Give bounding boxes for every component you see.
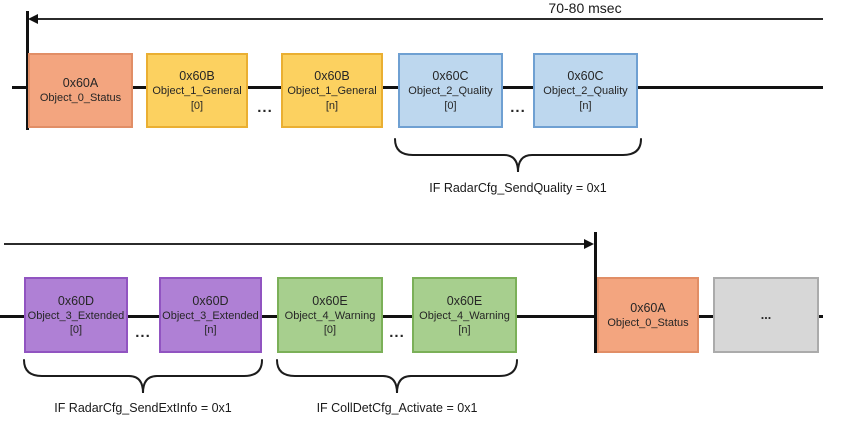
msg-index: [0] xyxy=(69,324,83,337)
msg-label: Object_0_Status xyxy=(607,316,689,329)
msg-id: 0x60D xyxy=(192,293,229,308)
msg-box-object1-general-last: 0x60B Object_1_General [n] xyxy=(281,53,383,128)
ellipsis: ... xyxy=(760,307,772,322)
ellipsis: ... xyxy=(510,99,526,116)
msg-box-object2-quality-first: 0x60C Object_2_Quality [0] xyxy=(398,53,503,128)
msg-label: Object_4_Warning xyxy=(284,309,376,322)
msg-label: Object_2_Quality xyxy=(408,85,493,98)
ellipsis: ... xyxy=(389,324,405,341)
msg-box-object1-general-first: 0x60B Object_1_General [0] xyxy=(146,53,248,128)
msg-index: [n] xyxy=(579,99,592,112)
condition-warning: IF CollDetCfg_Activate = 0x1 xyxy=(316,401,478,415)
msg-box-object0-status: 0x60A Object_0_Status xyxy=(28,53,133,128)
msg-box-object0-status-next-cycle: 0x60A Object_0_Status xyxy=(597,277,699,353)
msg-label: Object_1_General xyxy=(152,85,242,98)
cycle-arrow-line-bottom xyxy=(4,243,586,245)
msg-index: [0] xyxy=(444,99,457,112)
cycle-duration-label: 70-80 msec xyxy=(548,0,622,16)
msg-id: 0x60B xyxy=(314,69,350,84)
underbrace-warning xyxy=(276,359,518,394)
msg-index: [n] xyxy=(204,324,217,337)
msg-id: 0x60C xyxy=(567,69,604,84)
ellipsis: ... xyxy=(135,324,151,341)
ellipsis: ... xyxy=(257,99,273,116)
msg-box-object3-extended-first: 0x60D Object_3_Extended [0] xyxy=(24,277,128,353)
msg-index: [0] xyxy=(190,99,204,112)
msg-label: Object_4_Warning xyxy=(419,309,510,322)
msg-label: Object_2_Quality xyxy=(543,85,628,98)
msg-label: Object_3_Extended xyxy=(27,309,125,322)
condition-extended: IF RadarCfg_SendExtInfo = 0x1 xyxy=(54,401,232,415)
msg-box-object4-warning-last: 0x60E Object_4_Warning [n] xyxy=(412,277,517,353)
msg-box-object3-extended-last: 0x60D Object_3_Extended [n] xyxy=(159,277,262,353)
msg-id: 0x60A xyxy=(62,76,99,91)
cycle-end-marker xyxy=(594,232,597,353)
underbrace-extended xyxy=(23,359,263,394)
msg-index: [n] xyxy=(458,324,471,337)
cycle-start-marker xyxy=(26,11,29,130)
msg-id: 0x60B xyxy=(179,69,215,84)
msg-label: Object_3_Extended xyxy=(162,309,259,322)
cycle-arrow-line xyxy=(30,18,823,20)
msg-id: 0x60E xyxy=(446,293,483,308)
arrowhead-left-icon xyxy=(28,14,38,24)
arrowhead-right-icon xyxy=(584,239,594,249)
msg-index: [0] xyxy=(323,324,337,337)
msg-id: 0x60A xyxy=(630,300,666,315)
msg-label: Object_1_General xyxy=(287,85,377,98)
msg-id: 0x60E xyxy=(312,293,348,308)
underbrace-quality xyxy=(394,138,642,173)
condition-quality: IF RadarCfg_SendQuality = 0x1 xyxy=(429,181,607,195)
msg-box-object4-warning-first: 0x60E Object_4_Warning [0] xyxy=(277,277,383,353)
msg-box-object2-quality-last: 0x60C Object_2_Quality [n] xyxy=(533,53,638,128)
msg-index: [n] xyxy=(325,99,339,112)
msg-id: 0x60C xyxy=(432,69,469,84)
msg-label: Object_0_Status xyxy=(39,92,122,105)
timeline-axis-bottom xyxy=(0,315,823,318)
msg-box-continuation: ... xyxy=(713,277,819,353)
msg-id: 0x60D xyxy=(57,293,95,308)
